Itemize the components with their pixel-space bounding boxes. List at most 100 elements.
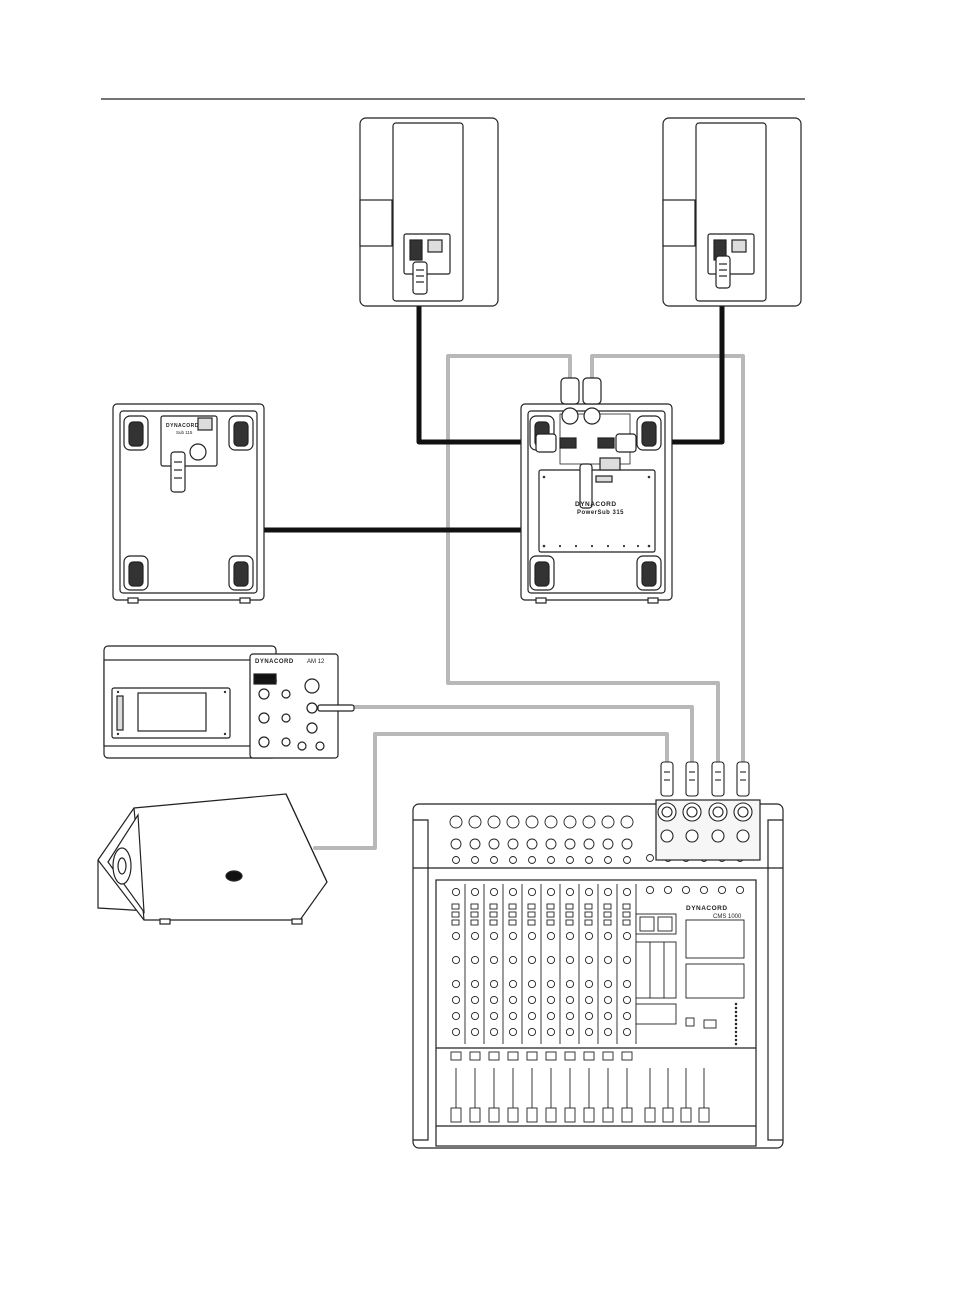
mixer-insert-jack (509, 856, 517, 864)
mixer-knob (470, 955, 480, 965)
mixer-mute-button (621, 1051, 633, 1061)
mixer-insert-jack (623, 856, 631, 864)
mixer-knob (508, 955, 518, 965)
mixer-master-knob (735, 885, 745, 895)
mixer-button (584, 903, 593, 910)
mixer-knob (546, 955, 556, 965)
mixer-knob (546, 887, 556, 897)
mixer-button (489, 911, 498, 918)
mixer-button (565, 919, 574, 926)
mixer-button (489, 903, 498, 910)
mixer-knob (622, 1011, 632, 1021)
mixer-knob (527, 887, 537, 897)
mixer-knob (508, 931, 518, 941)
mixer-knob (584, 1027, 594, 1037)
cable-main-right (590, 354, 745, 770)
mixer-knob (508, 995, 518, 1005)
mixer-insert-jack (490, 856, 498, 864)
mixer-mute-button (564, 1051, 576, 1061)
mixer-jack-input (526, 838, 538, 850)
mixer-button (470, 919, 479, 926)
mixer-outputs (657, 761, 753, 843)
mixer-brand: DYNACORD (686, 905, 728, 912)
subwoofer-left (112, 403, 265, 604)
amp-output-jack (306, 702, 318, 714)
mixer-button (508, 911, 517, 918)
mixer-knob (470, 995, 480, 1005)
mixer-knob (451, 887, 461, 897)
mixer-knob (584, 979, 594, 989)
mixer-button (489, 919, 498, 926)
mixer-button (565, 911, 574, 918)
mixer-insert-jack (471, 856, 479, 864)
mixer-xlr-input (449, 815, 463, 829)
mixer-knob (546, 1011, 556, 1021)
mixer-knob (489, 995, 499, 1005)
mixer-model: CMS 1000 (713, 914, 742, 920)
mixer-jack-input (564, 838, 576, 850)
mixer-xlr-output-inner (737, 806, 749, 818)
mixer-knob (584, 1011, 594, 1021)
mixer-knob (451, 979, 461, 989)
mixer-knob (451, 1011, 461, 1021)
mixer-xlr-input (563, 815, 577, 829)
mixer-knob (622, 931, 632, 941)
mixer-jack-input (507, 838, 519, 850)
mixer-knob (584, 955, 594, 965)
mixer-knob (603, 995, 613, 1005)
mixer-button (527, 911, 536, 918)
mixer-insert-jack (566, 856, 574, 864)
mixer-button (603, 911, 612, 918)
mixer-fader-cap (545, 1107, 557, 1123)
cable-wedge-monitor (313, 732, 669, 850)
mixer-button (470, 903, 479, 910)
connector-top-right (715, 255, 731, 289)
mixer-button (622, 919, 631, 926)
mixer-xlr-input (620, 815, 634, 829)
mixer-knob (470, 931, 480, 941)
mixer-jack-input (488, 838, 500, 850)
mixer-button (546, 919, 555, 926)
mixer-insert-jack (604, 856, 612, 864)
connector-top-left (412, 261, 428, 295)
mixer-mute-button (507, 1051, 519, 1061)
cable-main-left (446, 354, 720, 770)
mixer-button (584, 911, 593, 918)
mixer-knob (546, 1027, 556, 1037)
mixer-knob (527, 1011, 537, 1021)
sub-left-model: Sub 115 (176, 430, 193, 435)
mixer-led (734, 1034, 738, 1038)
mixer-xlr-input (582, 815, 596, 829)
mixer-knob (470, 979, 480, 989)
mixer-master-knob (663, 885, 673, 895)
mixer-fader-cap (507, 1107, 519, 1123)
mixer-output-jack (736, 829, 750, 843)
mixer-knob (451, 1027, 461, 1037)
mixer-button (622, 911, 631, 918)
mixer-knob (470, 1027, 480, 1037)
mixer-xlr-input (525, 815, 539, 829)
mixer-knob (622, 887, 632, 897)
mixer-master-fader-cap (680, 1107, 692, 1123)
mixer-knob (546, 979, 556, 989)
mixer-knob (622, 1027, 632, 1037)
mixer-knob (565, 1027, 575, 1037)
mixer-button (603, 903, 612, 910)
mixer-master-knob (645, 885, 655, 895)
mixer-button (565, 903, 574, 910)
mixer-knob (584, 995, 594, 1005)
mixer-knob (546, 995, 556, 1005)
mixer-knob (565, 931, 575, 941)
amp-section: PROCESSING (254, 679, 278, 683)
mixer-mute-button (545, 1051, 557, 1061)
mixer-xlr-output-inner (686, 806, 698, 818)
mixer-led (734, 1026, 738, 1030)
mixer-led (734, 1042, 738, 1046)
amp-brand: DYNACORD (255, 659, 294, 665)
mixer-knob (527, 955, 537, 965)
sub-right-model: PowerSub 315 (577, 510, 624, 516)
mixer-knob (470, 1011, 480, 1021)
mixer-output-jack (711, 829, 725, 843)
mixer-knob (489, 887, 499, 897)
mixer-knob (565, 887, 575, 897)
